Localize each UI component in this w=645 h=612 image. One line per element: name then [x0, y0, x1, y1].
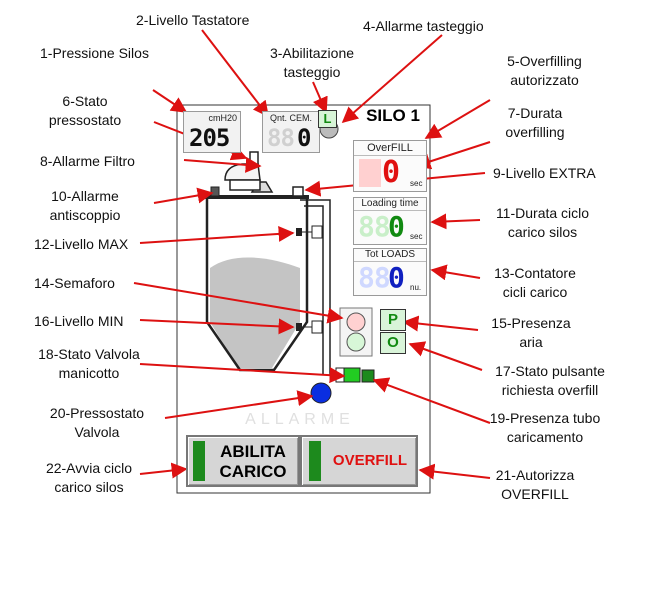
- label-tubo-l2: caricamento: [506, 429, 584, 445]
- cement-value: 0: [297, 124, 311, 152]
- extra-level-sensor: [292, 186, 304, 197]
- tot-loads-value: 0: [388, 261, 405, 294]
- overfill-request-button-state[interactable]: P O: [380, 332, 406, 354]
- overfill-ghost-digit: [359, 159, 381, 187]
- loading-time-caption: Loading time: [354, 198, 426, 211]
- autorizza-overfill-button[interactable]: OVERFILL: [300, 435, 418, 487]
- label-durata-l1: 7-Durata: [507, 105, 563, 121]
- tasteggio-enable-indicator: L: [318, 110, 337, 128]
- label-stato-l1: 6-Stato: [62, 93, 108, 109]
- overfill-green-bar: [309, 441, 321, 481]
- traffic-light: [339, 307, 373, 357]
- antiscoppio-valve: [210, 186, 220, 197]
- tot-loads-ghost-digits: 88: [358, 261, 391, 294]
- loading-time-unit: sec: [410, 232, 423, 241]
- label-allarme-filtro: 8-Allarme Filtro: [40, 153, 135, 169]
- abilita-label-line1: ABILITA: [220, 442, 286, 461]
- tot-loads-caption: Tot LOADS: [354, 249, 426, 262]
- abilita-label-line2: CARICO: [219, 462, 287, 481]
- overfill-duration-display: OverFILL 0 sec: [353, 140, 427, 192]
- label-tubo-l1: 19-Presenza tubo: [489, 410, 601, 426]
- cement-caption: Qnt. CEM.: [269, 113, 312, 123]
- tot-loads-display: Tot LOADS 88 0 nu.: [353, 248, 427, 296]
- pressure-caption: cmH20: [208, 113, 237, 123]
- label-overfilling-l1: 5-Overfilling: [507, 53, 582, 69]
- cement-ghost-digits: 88: [267, 124, 295, 152]
- label-durata-l2: overfilling: [505, 124, 565, 140]
- silo-title: SILO 1: [366, 106, 420, 125]
- label-contatore-l2: cicli carico: [502, 284, 568, 300]
- max-level-sensor: [296, 225, 323, 239]
- label-valvola-l2: manicotto: [58, 365, 120, 381]
- label-presenza-l2: aria: [519, 334, 543, 350]
- overfill-button-label: OVERFILL: [332, 452, 408, 469]
- valve-pressure-switch: [310, 382, 332, 404]
- overfill-caption: OverFILL: [354, 141, 426, 156]
- label-antiscoppio-l2: antiscoppio: [49, 207, 121, 223]
- label-contatore-l1: 13-Contatore: [494, 265, 576, 281]
- label-stato-pulsante-l1: 17-Stato pulsante: [495, 363, 605, 379]
- abilita-carico-green-bar: [193, 441, 205, 481]
- overfill-value: 0: [382, 155, 400, 190]
- abilita-carico-button[interactable]: ABILITA CARICO: [186, 435, 300, 487]
- label-durata-ciclo-l1: 11-Durata ciclo: [495, 205, 590, 221]
- label-livello-extra: 9-Livello EXTRA: [493, 165, 596, 181]
- pressure-display: cmH20 205: [183, 111, 241, 153]
- air-presence-letter: P: [387, 311, 398, 328]
- label-pressione-silos: 1-Pressione Silos: [40, 45, 149, 61]
- label-valvola-l1: 18-Stato Valvola: [38, 346, 140, 362]
- label-abilitazione-l1: 3-Abilitazione: [269, 45, 355, 61]
- silo-material: [210, 257, 300, 368]
- loading-time-display: Loading time 88 0 sec: [353, 197, 427, 245]
- loading-time-ghost-digits: 88: [358, 210, 391, 243]
- label-allarme-tasteggio: 4-Allarme tasteggio: [363, 18, 484, 34]
- label-livello-tastatore: 2-Livello Tastatore: [136, 12, 250, 28]
- label-stato-pulsante-l2: richiesta overfill: [501, 382, 599, 398]
- tot-loads-unit: nu.: [410, 283, 422, 292]
- label-semaforo: 14-Semaforo: [34, 275, 115, 291]
- pressure-value: 205: [189, 124, 230, 152]
- label-pressostato-l1: 20-Pressostato: [49, 405, 145, 421]
- traffic-light-red: [346, 312, 366, 332]
- label-livello-min: 16-Livello MIN: [34, 313, 124, 329]
- alarm-text: ALLARME: [245, 411, 355, 428]
- overfill-unit: sec: [410, 179, 423, 188]
- label-livello-max: 12-Livello MAX: [34, 236, 129, 252]
- label-overfilling-l2: autorizzato: [510, 72, 579, 88]
- min-level-sensor: [296, 320, 323, 334]
- overfill-request-o: O: [387, 334, 399, 351]
- air-presence-indicator: P: [380, 309, 406, 331]
- label-presenza-l1: 15-Presenza: [491, 315, 571, 331]
- label-stato-l2: pressostato: [48, 112, 122, 128]
- label-antiscoppio-l1: 10-Allarme: [51, 188, 119, 204]
- cement-level-display: Qnt. CEM. 88 0: [262, 111, 320, 153]
- loading-time-value: 0: [388, 210, 405, 243]
- label-pressostato-l2: Valvola: [74, 424, 120, 440]
- label-abilitazione-l2: tasteggio: [283, 64, 341, 80]
- label-avvia-l1: 22-Avvia ciclo: [45, 460, 133, 476]
- label-durata-ciclo-l2: carico silos: [507, 224, 578, 240]
- traffic-light-green: [346, 332, 366, 352]
- label-autorizza-l2: OVERFILL: [501, 486, 569, 502]
- label-avvia-l2: carico silos: [54, 479, 124, 495]
- label-autorizza-l1: 21-Autorizza: [495, 467, 575, 483]
- silo-vessel: [205, 195, 309, 372]
